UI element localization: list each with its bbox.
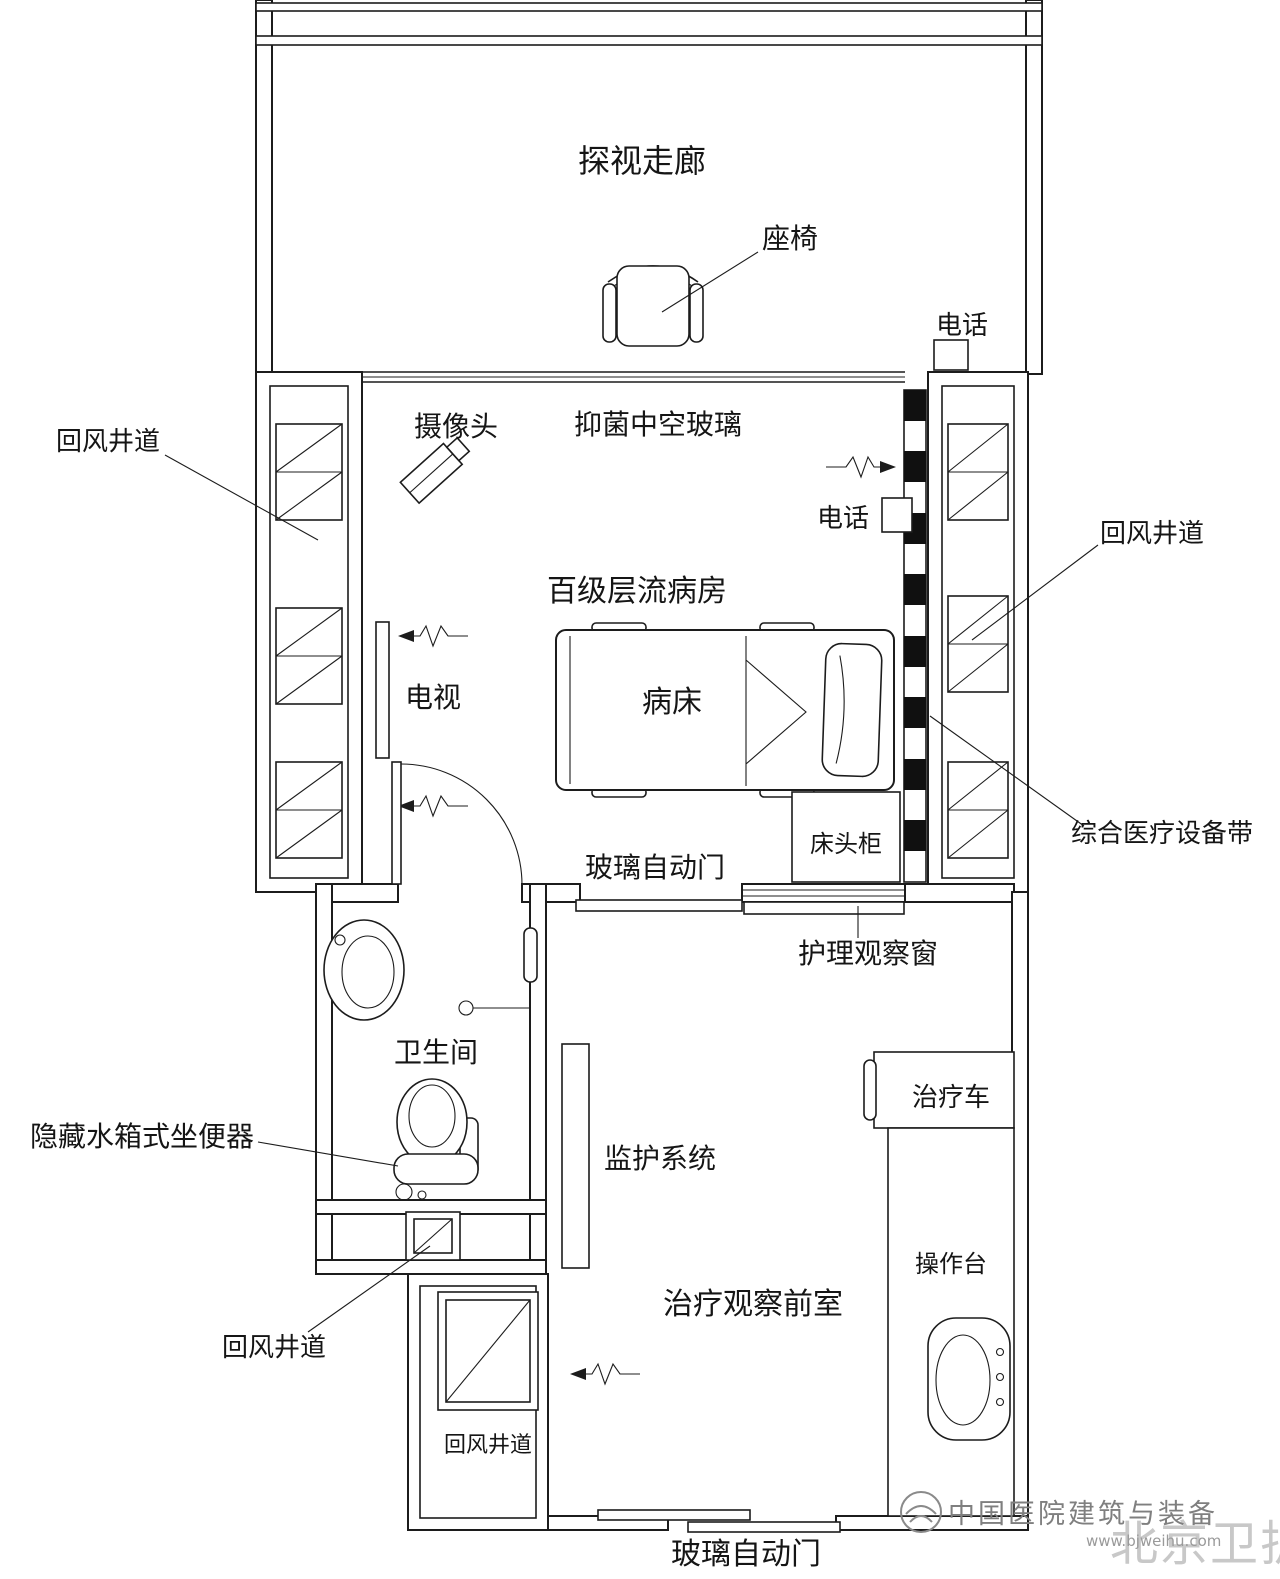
label-bedside-cabinet: 床头柜	[810, 830, 882, 858]
bedside-cabinet	[791, 791, 901, 883]
label-visiting-corridor: 探视走廊	[578, 142, 706, 180]
label-antibacterial-glass: 抑菌中空玻璃	[574, 408, 742, 441]
bathroom-walls	[315, 883, 547, 1275]
ward-bottom-wall	[315, 883, 1015, 915]
label-camera: 摄像头	[414, 410, 498, 443]
watermark-brand: 北京卫护	[1110, 1516, 1280, 1572]
label-bathroom: 卫生间	[394, 1036, 478, 1069]
label-phone-room: 电话	[817, 504, 869, 534]
label-phone-top: 电话	[936, 311, 988, 341]
label-observation-window: 护理观察窗	[798, 937, 938, 970]
return-air-shaft-left	[164, 371, 363, 893]
label-treatment-cart: 治疗车	[912, 1083, 990, 1113]
return-air-shaft-bottom	[407, 1273, 549, 1531]
label-return-air-left: 回风井道	[56, 427, 160, 457]
phone-top	[933, 339, 969, 371]
watermark-logo-icon	[900, 1491, 942, 1533]
label-ward: 百级层流病房	[547, 574, 727, 609]
visiting-corridor-walls	[255, 0, 1043, 375]
label-return-air-right: 回风井道	[1100, 519, 1204, 549]
label-return-air-bottom: 回风井道	[222, 1333, 326, 1363]
watermark-url: www.bjweihu.com	[1086, 1532, 1221, 1550]
return-air-grille	[307, 1211, 461, 1333]
camera-icon	[399, 436, 471, 505]
label-seat: 座椅	[762, 222, 818, 255]
sliding-door-bottom	[597, 1509, 841, 1533]
label-equipment-belt: 综合医疗设备带	[1071, 819, 1253, 849]
toilet	[257, 1078, 479, 1201]
label-monitor-system: 监护系统	[604, 1142, 716, 1175]
label-console: 操作台	[915, 1250, 987, 1278]
anteroom-walls	[547, 891, 1029, 1531]
operating-console	[887, 1127, 1015, 1517]
return-air-shaft-right	[927, 371, 1099, 893]
label-glass-auto-door-top: 玻璃自动门	[585, 851, 725, 884]
watermark: 北京卫护 中国医院建筑与装备 www.bjweihu.com	[900, 1491, 1280, 1572]
hospital-bed	[555, 622, 895, 798]
watermark-org: 中国医院建筑与装备	[948, 1499, 1218, 1530]
treatment-cart	[863, 1051, 1015, 1129]
tv	[375, 621, 390, 759]
chair	[602, 251, 759, 347]
label-hidden-tank-toilet: 隐藏水箱式坐便器	[30, 1120, 254, 1153]
label-bed: 病床	[642, 685, 702, 720]
label-anteroom: 治疗观察前室	[663, 1287, 843, 1322]
label-return-air-shaft: 回风井道	[444, 1433, 532, 1458]
label-tv: 电视	[405, 681, 461, 714]
phone-room	[881, 497, 913, 533]
antibacterial-glass-wall	[362, 371, 905, 383]
bathroom-sink	[323, 919, 538, 1021]
swing-door	[391, 761, 523, 886]
label-glass-auto-door-bottom: 玻璃自动门	[671, 1537, 821, 1572]
monitor-system	[561, 1043, 590, 1269]
sliding-door-top	[575, 899, 743, 912]
